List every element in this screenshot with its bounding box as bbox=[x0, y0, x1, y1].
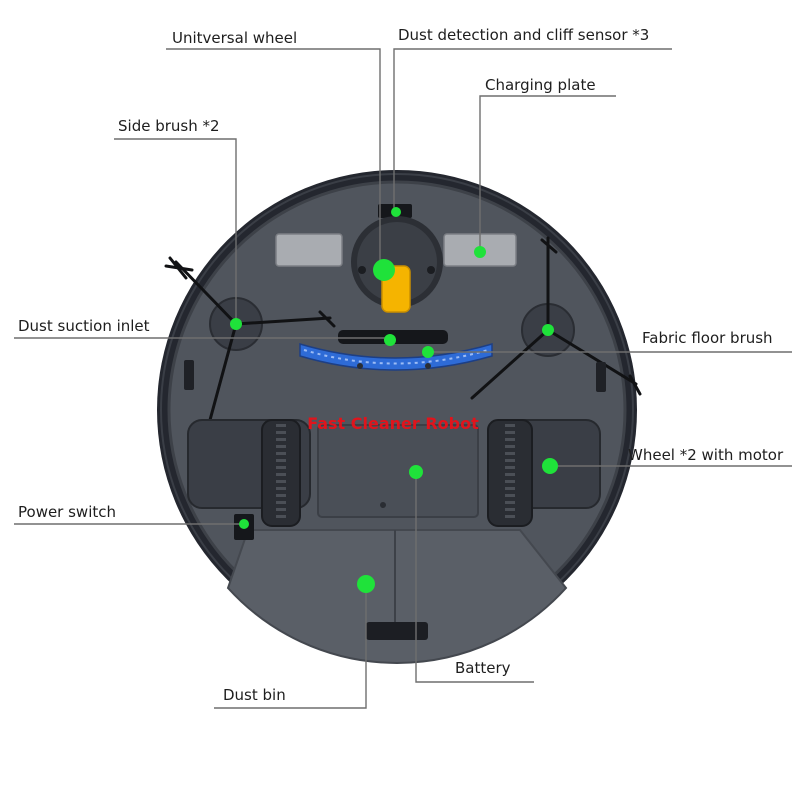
label-dust-sensor: Dust detection and cliff sensor *3 bbox=[398, 26, 649, 44]
leader-dust-sensor bbox=[393, 48, 672, 212]
leader-battery bbox=[415, 472, 534, 683]
marker-dust-sensor-2 bbox=[384, 334, 396, 346]
label-side-brush: Side brush *2 bbox=[118, 117, 220, 135]
brush-screw-2 bbox=[425, 363, 431, 369]
label-charging-plate: Charging plate bbox=[485, 76, 596, 94]
labels: Unitversal wheel Dust detection and clif… bbox=[18, 26, 784, 704]
dust-bin-panel bbox=[226, 529, 568, 664]
label-battery: Battery bbox=[455, 659, 511, 677]
leader-dust-bin bbox=[214, 584, 367, 709]
marker-charging-plate bbox=[474, 246, 486, 258]
label-universal-wheel: Unitversal wheel bbox=[172, 29, 297, 47]
bin-latch bbox=[366, 622, 428, 640]
marker-dust-sensor-1 bbox=[391, 207, 401, 217]
leader-universal-wheel bbox=[166, 48, 381, 262]
floor-brush bbox=[299, 342, 493, 371]
brush-screw-1 bbox=[357, 363, 363, 369]
markers bbox=[230, 207, 558, 593]
marker-side-brush bbox=[230, 318, 242, 330]
caster-bezel bbox=[357, 222, 437, 302]
leader-charging-plate bbox=[479, 95, 616, 252]
side-vent-right bbox=[596, 362, 606, 392]
label-fabric-floor-brush: Fabric floor brush bbox=[642, 329, 773, 347]
robot-body bbox=[157, 170, 642, 664]
battery-screw bbox=[380, 502, 386, 508]
charging-plate-left bbox=[275, 233, 343, 267]
leader-side-brush bbox=[114, 138, 237, 324]
side-brush-bristles-right bbox=[470, 236, 642, 400]
caster-pin-left bbox=[358, 266, 366, 274]
marker-dust-sensor-3 bbox=[422, 346, 434, 358]
marker-universal-wheel bbox=[373, 259, 395, 281]
label-wheel-motor: Wheel *2 with motor bbox=[628, 446, 784, 464]
battery-cover bbox=[317, 424, 479, 518]
marker-battery bbox=[409, 465, 423, 479]
robot-title: Fast Cleaner Robot bbox=[307, 414, 479, 433]
marker-side-brush-right bbox=[542, 324, 554, 336]
leader-lines bbox=[14, 48, 792, 709]
label-dust-bin: Dust bin bbox=[223, 686, 286, 704]
label-dust-suction-inlet: Dust suction inlet bbox=[18, 317, 150, 335]
caster-pin-right bbox=[427, 266, 435, 274]
side-brush-bristles-left bbox=[164, 256, 336, 422]
label-power-switch: Power switch bbox=[18, 503, 116, 521]
side-vent-left bbox=[184, 360, 194, 390]
marker-wheel-motor bbox=[542, 458, 558, 474]
marker-power-switch bbox=[239, 519, 249, 529]
floor-brush-teeth bbox=[303, 349, 489, 365]
marker-dust-bin bbox=[357, 575, 375, 593]
